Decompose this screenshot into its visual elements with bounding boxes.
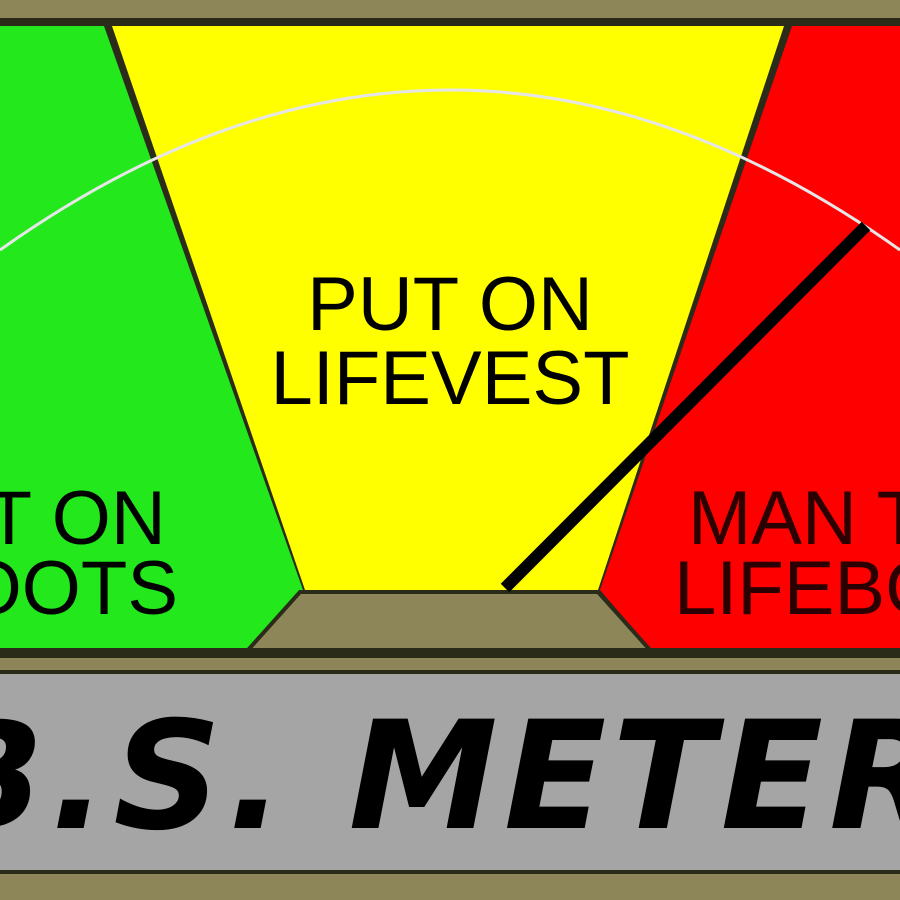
meter-needle (500, 221, 871, 593)
zone-yellow-label-line2: LIFEVEST (271, 336, 630, 421)
zone-green-label-line2: BOOTS (0, 546, 178, 631)
zone-yellow (112, 26, 784, 590)
title-bar-top-trim (0, 662, 900, 670)
title-bar-top-line (0, 670, 900, 674)
needle-pivot-base (243, 590, 655, 652)
title-bar-bottom-line (0, 870, 900, 874)
zone-red-label-line1: MAN THE (688, 476, 900, 561)
scale-arc (0, 88, 900, 252)
zone-green-label-line1: PUT ON (0, 476, 166, 561)
zone-yellow-label-line1: PUT ON (307, 262, 593, 347)
zone-red-label-line2: LIFEBOATS (674, 546, 900, 631)
meter-title: B.S. METER (0, 690, 900, 864)
title-bar (0, 674, 900, 870)
zone-green (0, 26, 303, 648)
